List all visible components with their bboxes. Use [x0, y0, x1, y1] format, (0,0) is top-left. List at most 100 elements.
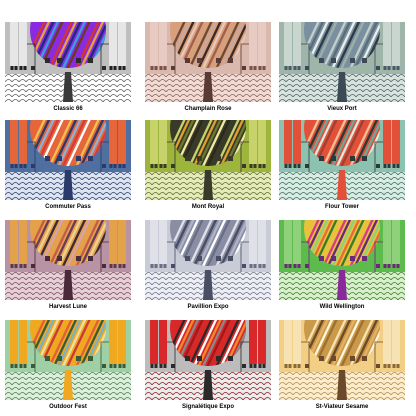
pillar [383, 320, 391, 364]
window-square [76, 156, 81, 161]
pillar-foot [10, 264, 14, 268]
window-square [305, 66, 309, 70]
pillar-foot [297, 264, 301, 268]
striped-disc [170, 220, 246, 266]
pillar-foot [387, 66, 391, 70]
pillar [150, 220, 158, 264]
window-square [350, 256, 355, 261]
pillar-foot [383, 364, 387, 368]
poster-card[interactable]: Classic 66 [5, 22, 131, 118]
pillar-foot [293, 164, 297, 168]
pillar-foot [14, 164, 18, 168]
poster-card[interactable]: Signalétique Expo [145, 320, 271, 416]
poster-card[interactable]: St-Viateur Sesame [279, 320, 405, 416]
pillar-foot [19, 264, 23, 268]
pillar-foot [10, 364, 14, 368]
window-square [31, 364, 35, 368]
window-square [228, 58, 233, 63]
window-square [88, 58, 93, 63]
striped-disc [170, 120, 246, 166]
pillar [159, 220, 167, 264]
poster-card[interactable]: Harvest Lune [5, 220, 131, 316]
poster-caption: Wild Wellington [319, 304, 365, 310]
poster-card[interactable]: Outdoor Fest [5, 320, 131, 416]
window-square [376, 364, 380, 368]
poster-caption: St-Viateur Sesame [315, 404, 369, 410]
pillar-foot [118, 66, 122, 70]
window-square [319, 356, 324, 361]
poster-card[interactable]: Mont Royal [145, 120, 271, 216]
pillar-foot [383, 264, 387, 268]
poster-caption: Mont Royal [191, 204, 225, 210]
window-square [31, 66, 35, 70]
tower-shape [63, 72, 73, 102]
poster-card[interactable]: Wild Wellington [279, 220, 405, 316]
window-square [102, 66, 106, 70]
window-square [242, 164, 246, 168]
tower-shape [203, 270, 213, 300]
pillar-foot [288, 264, 292, 268]
window-square [362, 58, 367, 63]
window-square [197, 156, 202, 161]
poster-illustration [279, 320, 405, 400]
poster-caption: Pavillion Expo [187, 304, 229, 310]
pillar [109, 220, 117, 264]
pillar-foot [284, 264, 288, 268]
pillar-foot [159, 264, 163, 268]
pillar-foot [19, 364, 23, 368]
window-square [331, 58, 336, 63]
pillar-foot [10, 164, 14, 168]
window-square [102, 164, 106, 168]
pillar [109, 120, 117, 164]
poster-card[interactable]: Pavillion Expo [145, 220, 271, 316]
pillar [293, 320, 301, 364]
window-square [197, 356, 202, 361]
pillar-foot [23, 66, 27, 70]
window-square [242, 364, 246, 368]
pillar-foot [109, 164, 113, 168]
pillar-foot [392, 364, 396, 368]
window-square [76, 256, 81, 261]
pillar-foot [118, 264, 122, 268]
poster-card[interactable]: Champlain Rose [145, 22, 271, 118]
window-square [319, 58, 324, 63]
window-square [197, 58, 202, 63]
pillar-foot [14, 66, 18, 70]
pillar-foot [258, 164, 262, 168]
pillar-foot [288, 164, 292, 168]
poster-card[interactable]: Vieux Port [279, 22, 405, 118]
poster-caption: Vieux Port [327, 106, 357, 112]
pillar-foot [284, 364, 288, 368]
window-square [376, 264, 380, 268]
pillar [10, 220, 18, 264]
window-square [171, 66, 175, 70]
poster-caption: Classic 66 [53, 106, 83, 112]
pillar-foot [288, 364, 292, 368]
pillar-foot [109, 364, 113, 368]
window-square [331, 256, 336, 261]
window-square [185, 256, 190, 261]
pillar-foot [159, 364, 163, 368]
poster-illustration [279, 220, 405, 300]
window-square [216, 58, 221, 63]
pillar-foot [154, 364, 158, 368]
pillar-foot [396, 364, 400, 368]
window-square [171, 164, 175, 168]
pillar-foot [253, 66, 257, 70]
window-square [331, 156, 336, 161]
pillar-foot [150, 364, 154, 368]
pillar-foot [118, 364, 122, 368]
poster-card[interactable]: Flour Tower [279, 120, 405, 216]
window-square [216, 256, 221, 261]
window-square [319, 256, 324, 261]
window-square [305, 364, 309, 368]
pillar [109, 320, 117, 364]
pillar-foot [150, 264, 154, 268]
pillar [284, 320, 292, 364]
window-square [88, 156, 93, 161]
window-square [216, 356, 221, 361]
pillar-foot [288, 66, 292, 70]
poster-card[interactable]: Commuter Pass [5, 120, 131, 216]
pillar-foot [163, 66, 167, 70]
pillar-foot [249, 66, 253, 70]
